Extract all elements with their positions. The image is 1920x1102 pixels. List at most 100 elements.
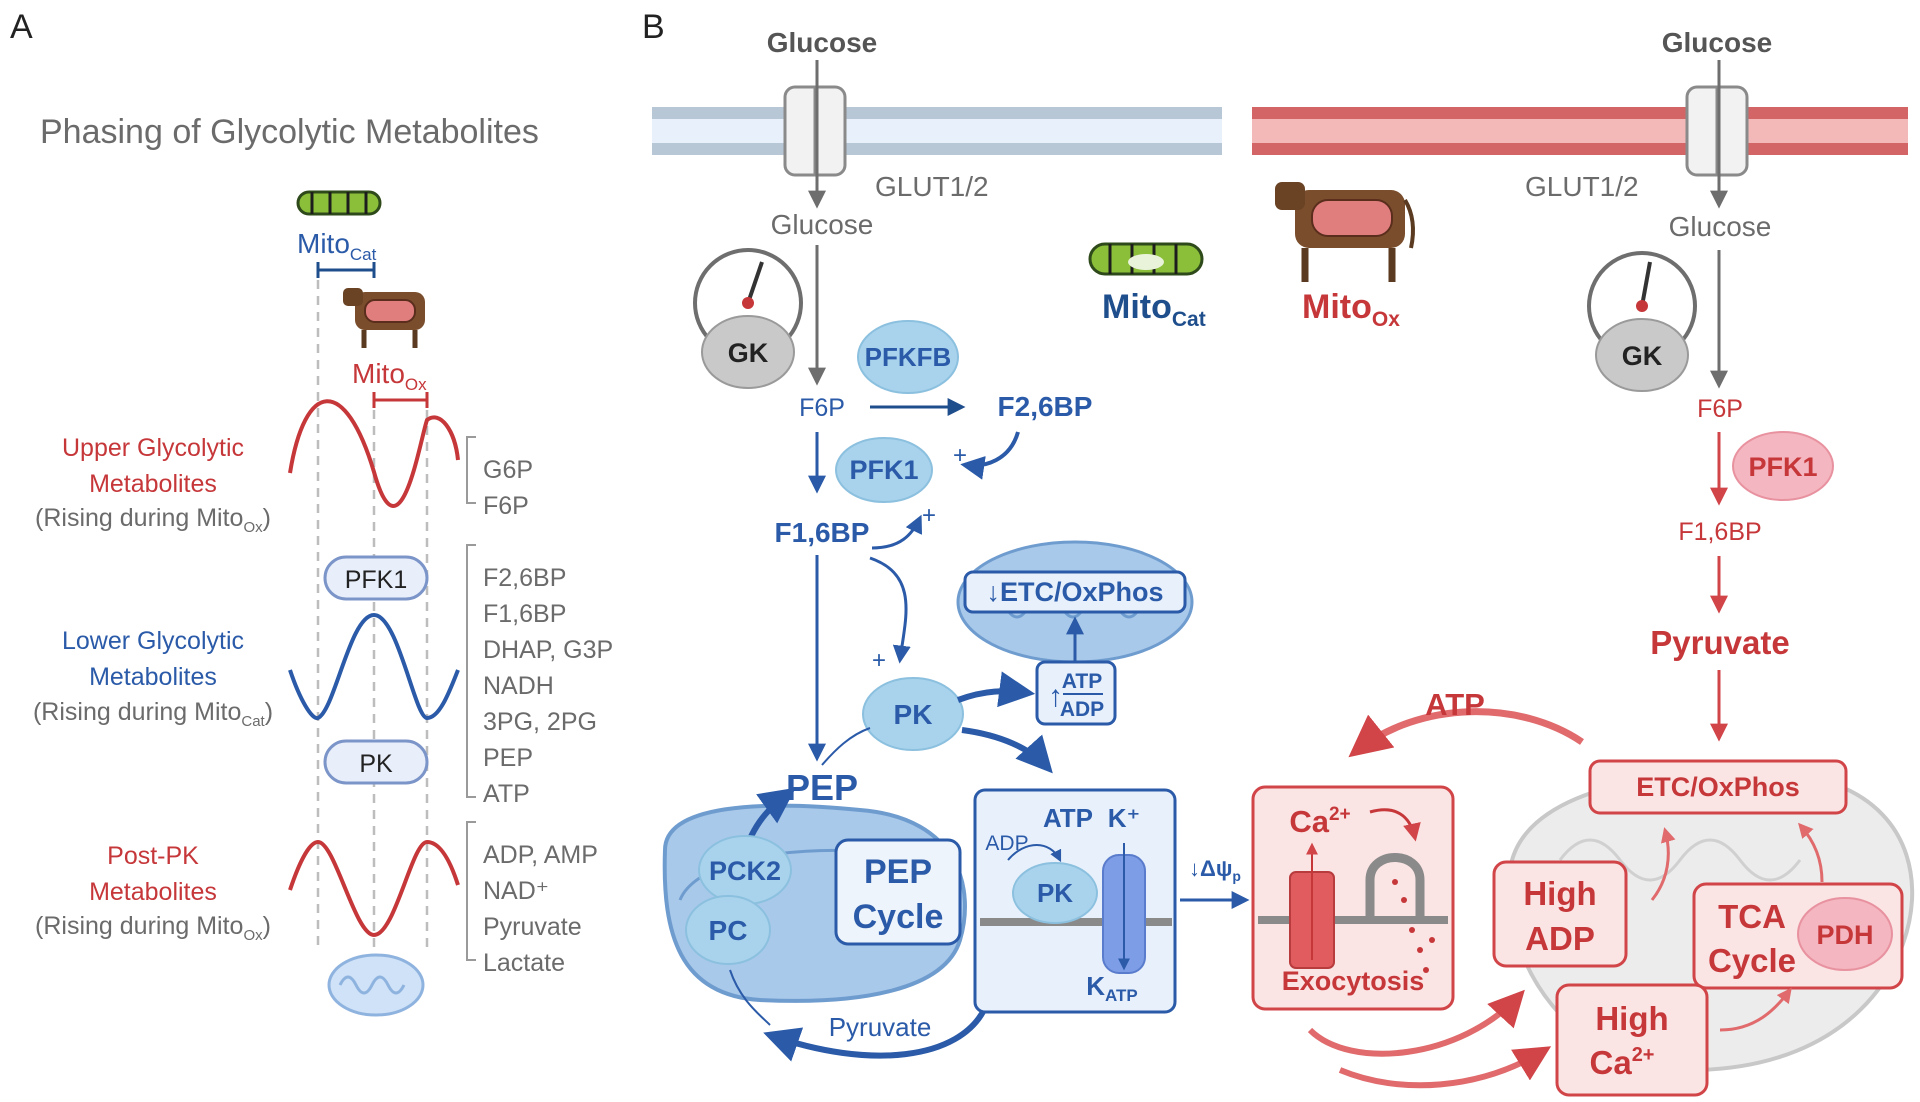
row-postpk-line1: Post-PK <box>107 842 199 870</box>
right-gk-label: GK <box>1622 341 1663 371</box>
right-pfk1-label: PFK1 <box>1748 452 1817 482</box>
pep-cycle-box <box>834 838 962 946</box>
katp-pk-enzyme <box>1012 862 1098 924</box>
plus-sign-2: + <box>922 502 936 529</box>
row-lower-line2: Metabolites <box>89 663 217 691</box>
pfk1-pill <box>323 555 429 601</box>
right-atp-label: ATP <box>1425 687 1485 722</box>
pep-cycle-line1: PEP <box>864 853 932 891</box>
left-pk-enzyme <box>862 677 964 751</box>
metabolite-item: PEP <box>483 744 533 772</box>
left-pfk1-label: PFK1 <box>849 455 918 485</box>
row-postpk-line2: Metabolites <box>89 878 217 906</box>
right-pfk1-enzyme <box>1732 431 1834 501</box>
metabolite-item: F1,6BP <box>483 600 566 628</box>
high-adp-line2: ADP <box>1525 920 1595 957</box>
left-glut-label: GLUT1/2 <box>875 171 989 202</box>
high-ca-box <box>1555 983 1709 1097</box>
left-glucose-outside: Glucose <box>767 27 877 58</box>
right-plasma-membrane <box>1252 107 1908 155</box>
exocytosis-ca-label: Ca2+ <box>1289 804 1350 839</box>
metabolite-item: ATP <box>483 780 530 808</box>
left-f16bp: F1,6BP <box>775 517 870 548</box>
high-adp-line1: High <box>1523 875 1596 912</box>
exocytosis-to-adp-arrow <box>1307 989 1525 1057</box>
tca-line2: Cycle <box>1708 942 1796 979</box>
right-f16bp: F1,6BP <box>1678 518 1761 546</box>
pk-pill-label: PK <box>359 750 393 778</box>
row-upper-line1: Upper Glycolytic <box>62 434 244 462</box>
panel-a-label: A <box>10 8 33 46</box>
post-pk-metabolite-wave <box>288 839 460 938</box>
left-glucose-inside: Glucose <box>771 209 874 240</box>
phase-guide-lines <box>316 280 429 950</box>
pep-label: PEP <box>786 767 858 808</box>
f16bp-feedforward-arrow <box>871 514 923 550</box>
lower-metabolite-wave <box>288 612 460 721</box>
etc-oxphos-label: ↓ETC/OxPhos <box>986 577 1163 607</box>
katp-k: K⁺ <box>1108 803 1141 833</box>
etc-oxphos-box <box>963 570 1187 614</box>
row-upper-labels: Upper Glycolytic Metabolites (Rising dur… <box>35 434 271 536</box>
pyruvate-return-arrow <box>763 1006 988 1062</box>
metabolite-item: 3PG, 2PG <box>483 708 597 736</box>
pfkfb-enzyme <box>857 320 959 394</box>
glucose-transporter-icon <box>1685 85 1749 177</box>
metabolite-item: G6P <box>483 456 533 484</box>
katp-adp: ADP <box>985 832 1028 855</box>
mito-cat-label-b: MitoCat <box>1102 288 1206 331</box>
left-pk-label: PK <box>894 699 933 730</box>
pfkfb-label: PFKFB <box>865 342 952 372</box>
ratio-atp: ATP <box>1062 670 1102 693</box>
row-lower-rising: (Rising during MitoCat) <box>33 698 273 730</box>
katp-atp: ATP <box>1043 803 1093 833</box>
pc-label: PC <box>709 915 748 946</box>
ox-icon <box>343 288 425 348</box>
metabolite-item: NADH <box>483 672 554 700</box>
tca-to-etc-arrow <box>1798 822 1824 883</box>
mito-cat-range-bar <box>316 262 376 278</box>
right-etc-box <box>1588 759 1848 815</box>
mito-ox-label-a: MitoOx <box>352 358 427 394</box>
metabolite-item: DHAP, G3P <box>483 636 613 664</box>
right-glucose-outside: Glucose <box>1662 27 1772 58</box>
katp-pk-label: PK <box>1037 878 1073 908</box>
mito-ox-range-bar <box>372 392 429 408</box>
calcium-channel-icon <box>1289 842 1335 969</box>
row-lower-labels: Lower Glycolytic Metabolites (Rising dur… <box>33 627 273 730</box>
right-etc-label: ETC/OxPhos <box>1636 772 1800 802</box>
pck2-label: PCK2 <box>709 856 781 886</box>
plus-sign-3: + <box>872 647 886 674</box>
ratio-adp: ADP <box>1060 698 1104 721</box>
high-ca-line1: High <box>1595 1000 1668 1037</box>
right-f6p: F6P <box>1697 395 1743 423</box>
pep-cycle-line2: Cycle <box>853 898 944 936</box>
metabolite-item: F6P <box>483 492 529 520</box>
pyruvate-to-pc-link <box>729 969 771 1026</box>
panel-b-label: B <box>642 8 665 46</box>
row-upper-line2: Metabolites <box>89 470 217 498</box>
right-glut-label: GLUT1/2 <box>1525 171 1639 202</box>
adp-to-etc-arrow <box>1650 827 1676 901</box>
row-upper-rising: (Rising during MitoOx) <box>35 504 271 536</box>
gauge-icon <box>693 248 803 389</box>
left-f6p: F6P <box>799 394 845 422</box>
katp-channel-icon <box>1102 843 1146 974</box>
metabolite-item: F2,6BP <box>483 564 566 592</box>
metabolite-item: Pyruvate <box>483 913 582 941</box>
pc-enzyme <box>685 895 771 965</box>
ratio-up-arrow: ↑ <box>1048 680 1063 713</box>
metabolite-item: NAD⁺ <box>483 877 549 905</box>
caterpillar-icon <box>1088 242 1204 276</box>
right-glucose-inside: Glucose <box>1669 211 1772 242</box>
left-plasma-membrane <box>652 107 1222 155</box>
row-lower-line1: Lower Glycolytic <box>62 627 244 655</box>
caterpillar-icon <box>296 190 382 216</box>
pyruvate-label-left: Pyruvate <box>829 1012 932 1042</box>
vesicle-icon <box>1365 853 1435 973</box>
mito-ox-label-b: MitoOx <box>1302 288 1400 331</box>
f26bp-label: F2,6BP <box>998 391 1093 422</box>
row-postpk-rising: (Rising during MitoOx) <box>35 912 271 944</box>
pfk1-pill-label: PFK1 <box>345 566 408 594</box>
f16bp-to-pk-arrow <box>869 556 911 664</box>
